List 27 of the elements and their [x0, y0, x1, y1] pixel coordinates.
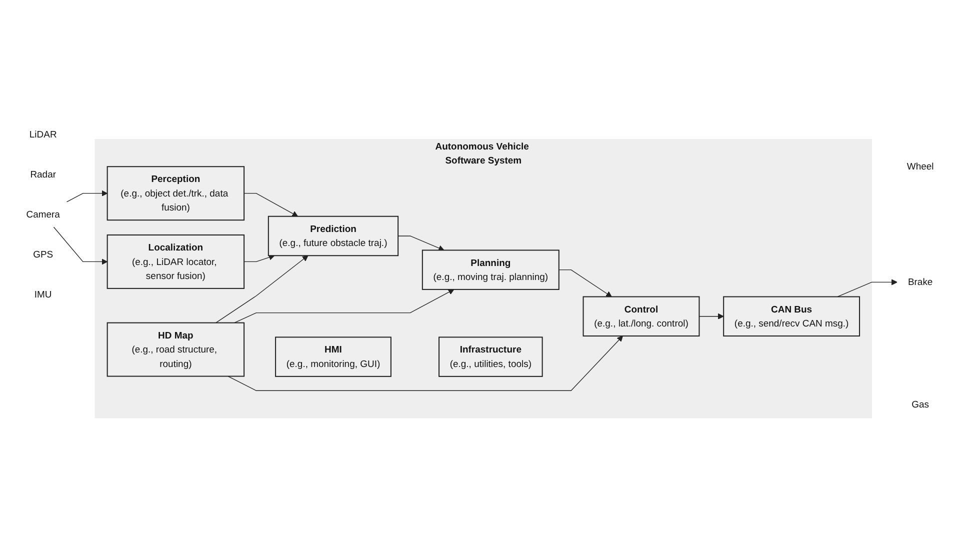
node-text: IMU [34, 288, 52, 300]
arrow [53, 226, 108, 265]
arrow [216, 255, 308, 324]
node-text: Gas [912, 398, 930, 410]
arrow [244, 254, 275, 262]
arrow [698, 313, 724, 320]
node-box: HMI (e.g., monitoring, GUI) [275, 336, 392, 377]
arrow [837, 279, 898, 298]
node-box: Planning (e.g., moving traj. planning) [422, 250, 560, 290]
node-text: Brake [908, 276, 933, 288]
node-box: Prediction (e.g., future obstacle traj.) [268, 216, 399, 256]
node-box: Perception (e.g., object det./trk., data fusion) [106, 166, 245, 221]
node-box: Infrastructure (e.g., utilities, tools) [438, 336, 543, 377]
arrow [558, 270, 612, 297]
node-box: HD Map (e.g., road structure, routing) [106, 322, 245, 377]
node-box: Control (e.g., lat./long. control) [582, 296, 700, 336]
node-text: GPS [33, 248, 54, 260]
arrow [398, 236, 444, 251]
arrow [234, 289, 454, 324]
arrow [66, 190, 108, 202]
node-box: Localization (e.g., LiDAR locator, sensor fusion) [106, 234, 245, 289]
arrow [244, 193, 298, 217]
node-box: CAN Bus (e.g., send/recv CAN msg.) [723, 296, 860, 336]
node-text: Camera [26, 208, 60, 220]
node-text: LiDAR [29, 128, 57, 140]
node-text: Radar [30, 168, 56, 180]
node-text: Wheel [906, 160, 934, 172]
